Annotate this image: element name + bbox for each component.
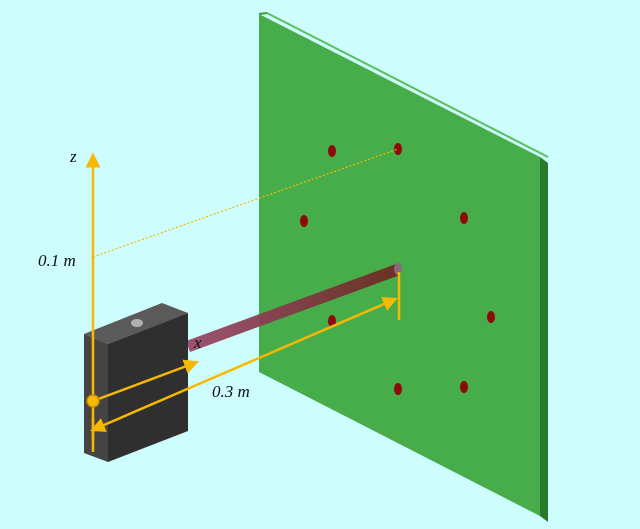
dot	[328, 145, 336, 157]
z-axis-label: z	[69, 147, 77, 166]
board-top-rim	[266, 12, 549, 158]
dot	[394, 143, 402, 155]
dot	[300, 215, 308, 227]
sensor-device	[84, 303, 188, 462]
distance-label: 0.3 m	[212, 382, 250, 401]
device-button	[131, 319, 143, 327]
dot	[394, 383, 402, 395]
board-top-edge	[258, 12, 268, 15]
target-board	[258, 12, 549, 522]
dot	[460, 381, 468, 393]
height-label: 0.1 m	[38, 251, 76, 270]
board-edge	[540, 157, 548, 522]
x-axis-label: x	[193, 333, 202, 352]
dot	[487, 311, 495, 323]
dot	[460, 212, 468, 224]
distance-arrow	[90, 297, 398, 432]
origin-point	[86, 394, 100, 408]
height-dotted-line	[92, 148, 399, 258]
